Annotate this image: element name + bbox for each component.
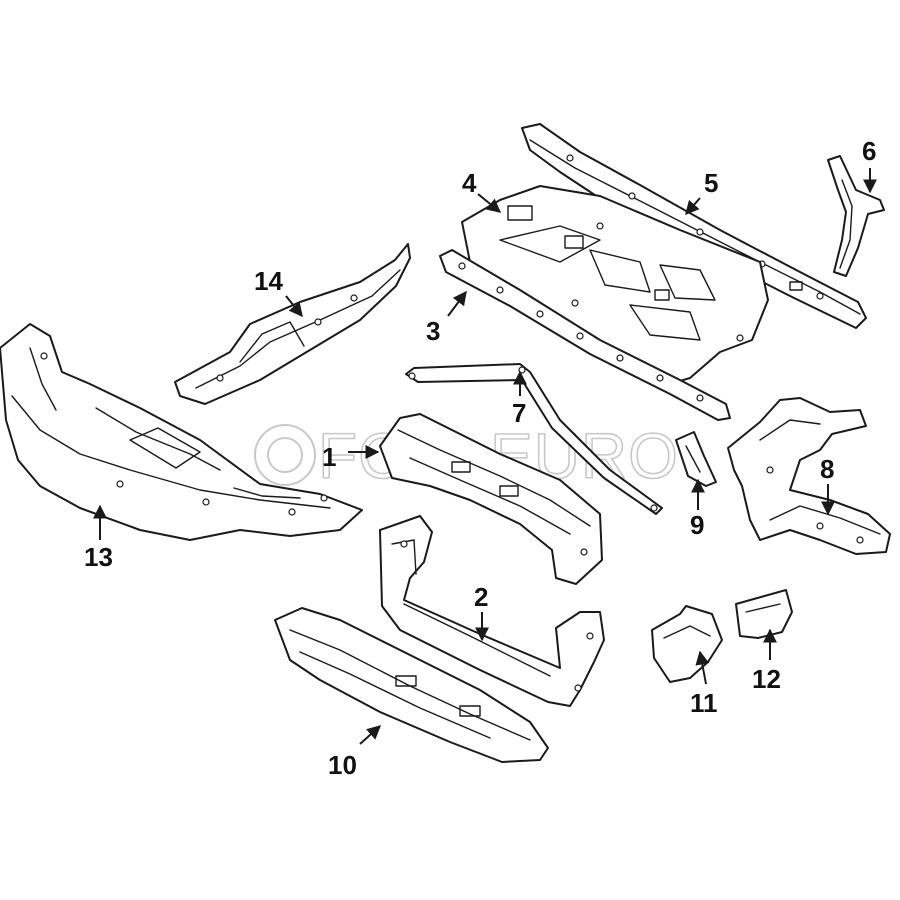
- callout-7: 7: [512, 398, 526, 428]
- callout-10: 10: [328, 750, 357, 780]
- watermark-logo-icon: [254, 424, 316, 486]
- leader-11: [695, 650, 710, 685]
- part-3-cross-member: [439, 249, 731, 421]
- part-12-air-duct: [735, 589, 793, 639]
- callout-8: 8: [820, 454, 834, 484]
- part-14-side-deflector: [174, 243, 411, 405]
- callout-11: 11: [690, 688, 718, 718]
- part-6-bracket: [827, 155, 885, 277]
- callout-1: 1: [322, 442, 336, 472]
- part-11-air-duct: [651, 605, 723, 683]
- callout-14: 14: [254, 266, 283, 296]
- part-13-front-deflector: [0, 323, 363, 541]
- leader-14: [285, 295, 303, 318]
- leader-4: [477, 193, 502, 213]
- leader-5: [685, 197, 701, 216]
- callout-3: 3: [426, 316, 440, 346]
- part-1-carrier: [379, 413, 603, 585]
- callout-2: 2: [474, 582, 488, 612]
- callout-9: 9: [690, 510, 704, 540]
- callout-6: 6: [862, 136, 876, 166]
- callout-13: 13: [84, 542, 113, 572]
- leader-10: [359, 725, 382, 745]
- callout-5: 5: [704, 168, 718, 198]
- callout-4: 4: [462, 168, 477, 198]
- leader-3: [447, 290, 467, 317]
- part-9-small-deflector: [675, 431, 717, 487]
- callout-labels: 1 2 3 4 5 6 7 8 9 10 11 12 13 14: [84, 136, 876, 780]
- leader-lines: [93, 168, 877, 745]
- callout-12: 12: [752, 664, 781, 694]
- part-5-upper-tie-bar: [521, 123, 867, 329]
- part-10-energy-absorber: [274, 607, 549, 763]
- part-8-side-mount: [727, 397, 891, 555]
- part-2-lower-frame: [379, 515, 605, 707]
